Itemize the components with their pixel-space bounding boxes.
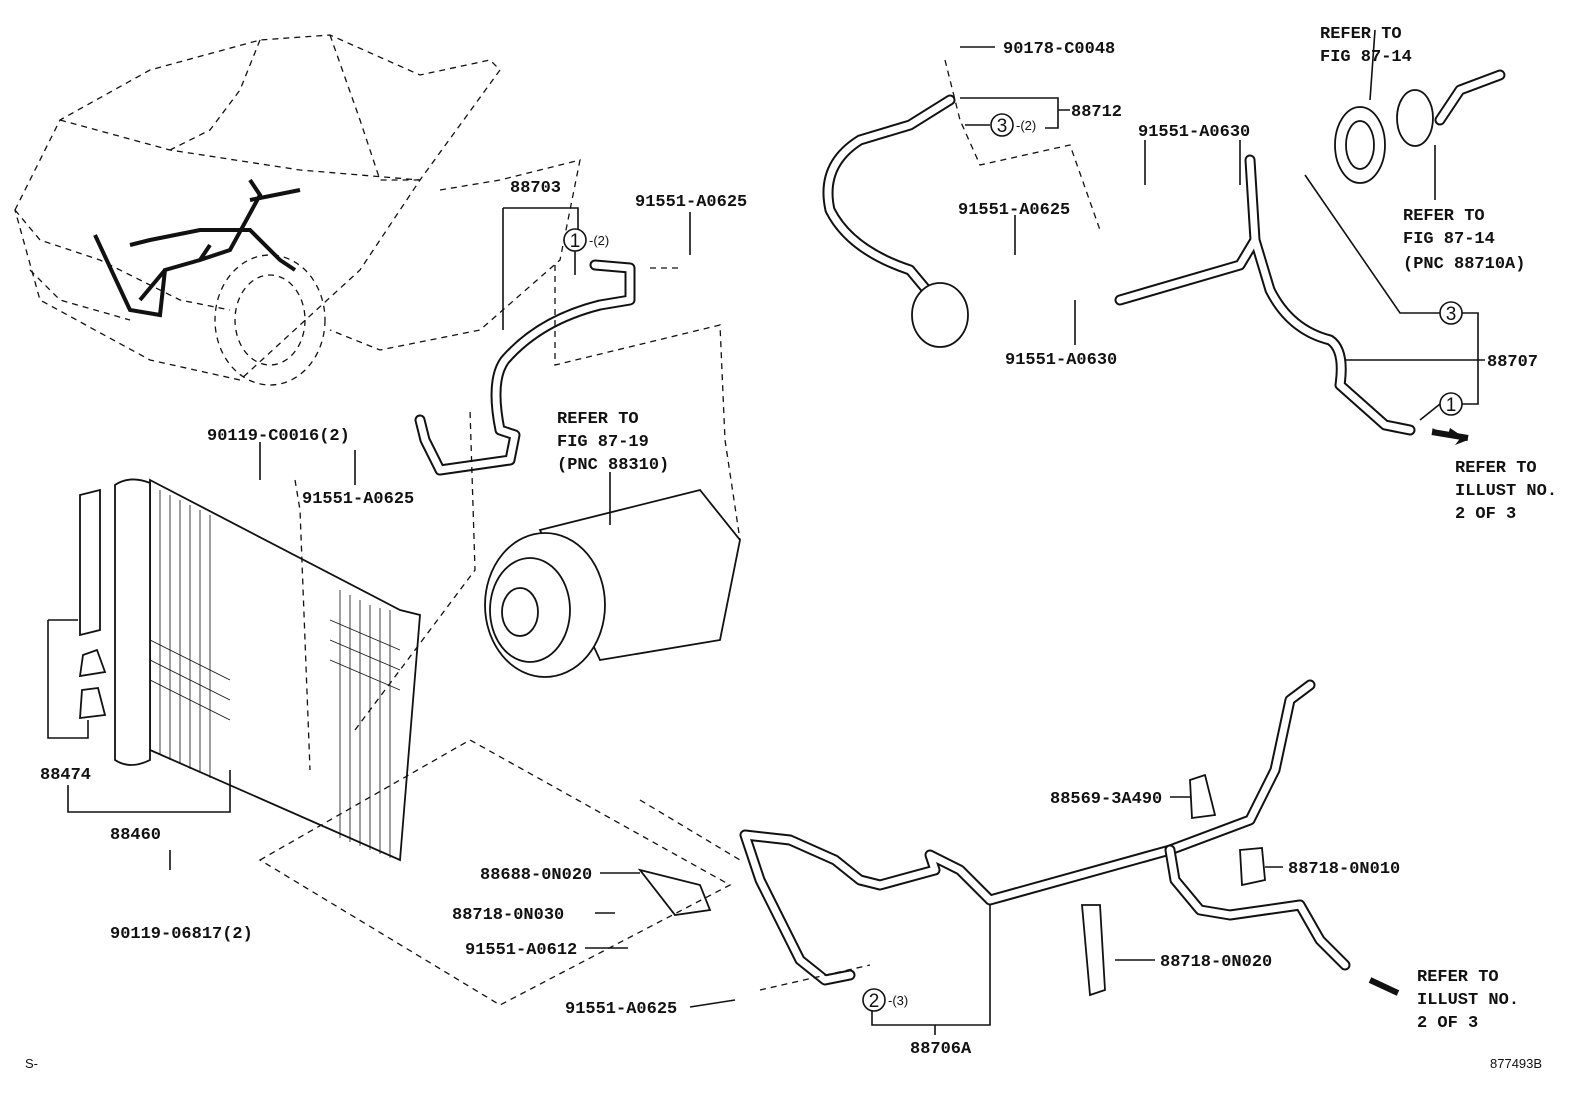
circled-ref-1a: 1 (563, 228, 587, 252)
ref-illust-lower: REFER TO ILLUST NO. 2 OF 3 (1417, 968, 1519, 1033)
circled-ref-3a: 3 (990, 113, 1014, 137)
svg-text:2: 2 (869, 991, 880, 1012)
svg-text:1: 1 (1446, 395, 1457, 416)
small-parts (637, 89, 1434, 997)
svg-text:1: 1 (570, 231, 581, 252)
part-label: 88707 (1487, 353, 1538, 372)
ref-fig-87-14-top: REFER TO FIG 87-14 (1320, 25, 1412, 67)
svg-text:FIG 87-14: FIG 87-14 (1320, 48, 1412, 67)
assembly-guides (258, 59, 1101, 1006)
part-label: 88474 (40, 766, 91, 785)
part-label: 88718-0N010 (1288, 860, 1400, 879)
condenser (78, 478, 421, 862)
circled-ref-1b: 1 (1439, 392, 1463, 416)
arrow-lower-shaft (1368, 977, 1400, 996)
part-label: 88569-3A490 (1050, 790, 1162, 809)
svg-text:REFER TO: REFER TO (1320, 25, 1402, 44)
part-label: 90119-C0016(2) (207, 427, 350, 446)
svg-text:3: 3 (1446, 304, 1457, 325)
part-label: 88718-0N020 (1160, 953, 1272, 972)
svg-text:FIG 87-19: FIG 87-19 (557, 433, 649, 452)
part-label: 90119-06817(2) (110, 925, 253, 944)
svg-text:REFER TO: REFER TO (1403, 207, 1485, 226)
part-label: 88460 (110, 826, 161, 845)
part-label: 90178-C0048 (1003, 40, 1115, 59)
svg-text:2 OF 3: 2 OF 3 (1417, 1014, 1478, 1033)
part-label: 91551-A0612 (465, 941, 577, 960)
ref-fig-87-14-pnc: REFER TO FIG 87-14 (PNC 88710A) (1403, 207, 1525, 274)
svg-text:ILLUST NO.: ILLUST NO. (1455, 482, 1557, 501)
part-label: 88703 (510, 179, 561, 198)
figure-id: 877493B (1490, 1056, 1542, 1071)
wire-harness (93, 178, 301, 318)
qty-2: -(3) (888, 993, 908, 1008)
ref-fig-87-19: REFER TO FIG 87-19 (PNC 88310) (557, 410, 669, 475)
part-label: 91551-A0625 (958, 201, 1070, 220)
svg-text:2 OF 3: 2 OF 3 (1455, 505, 1516, 524)
svg-text:REFER TO: REFER TO (557, 410, 639, 429)
compressor (484, 488, 741, 678)
part-label: 88718-0N030 (452, 906, 564, 925)
ref-illust-upper: REFER TO ILLUST NO. 2 OF 3 (1455, 459, 1557, 524)
qty-3a: -(2) (1016, 118, 1036, 133)
svg-text:(PNC 88310): (PNC 88310) (557, 456, 669, 475)
part-label: 91551-A0630 (1005, 351, 1117, 370)
svg-text:(PNC 88710A): (PNC 88710A) (1403, 255, 1525, 274)
arrow-upper-shaft (1431, 429, 1469, 441)
part-label: 88706A (910, 1040, 972, 1059)
svg-text:3: 3 (997, 116, 1008, 137)
part-label: 91551-A0625 (302, 490, 414, 509)
pipes (414, 69, 1506, 986)
svg-text:REFER TO: REFER TO (1455, 459, 1537, 478)
circled-ref-2: 2 (862, 988, 886, 1012)
leader-lines (47, 29, 1485, 1035)
svg-text:FIG 87-14: FIG 87-14 (1403, 230, 1495, 249)
vehicle-outline (14, 34, 581, 386)
qty-1a: -(2) (589, 233, 609, 248)
svg-text:ILLUST NO.: ILLUST NO. (1417, 991, 1519, 1010)
part-label: 91551-A0625 (635, 193, 747, 212)
part-label: 91551-A0630 (1138, 123, 1250, 142)
part-label: 88688-0N020 (480, 866, 592, 885)
svg-text:REFER TO: REFER TO (1417, 968, 1499, 987)
circled-ref-3b: 3 (1439, 301, 1463, 325)
corner-mark: S- (25, 1056, 38, 1071)
part-label: 88712 (1071, 103, 1122, 122)
part-label: 91551-A0625 (565, 1000, 677, 1019)
